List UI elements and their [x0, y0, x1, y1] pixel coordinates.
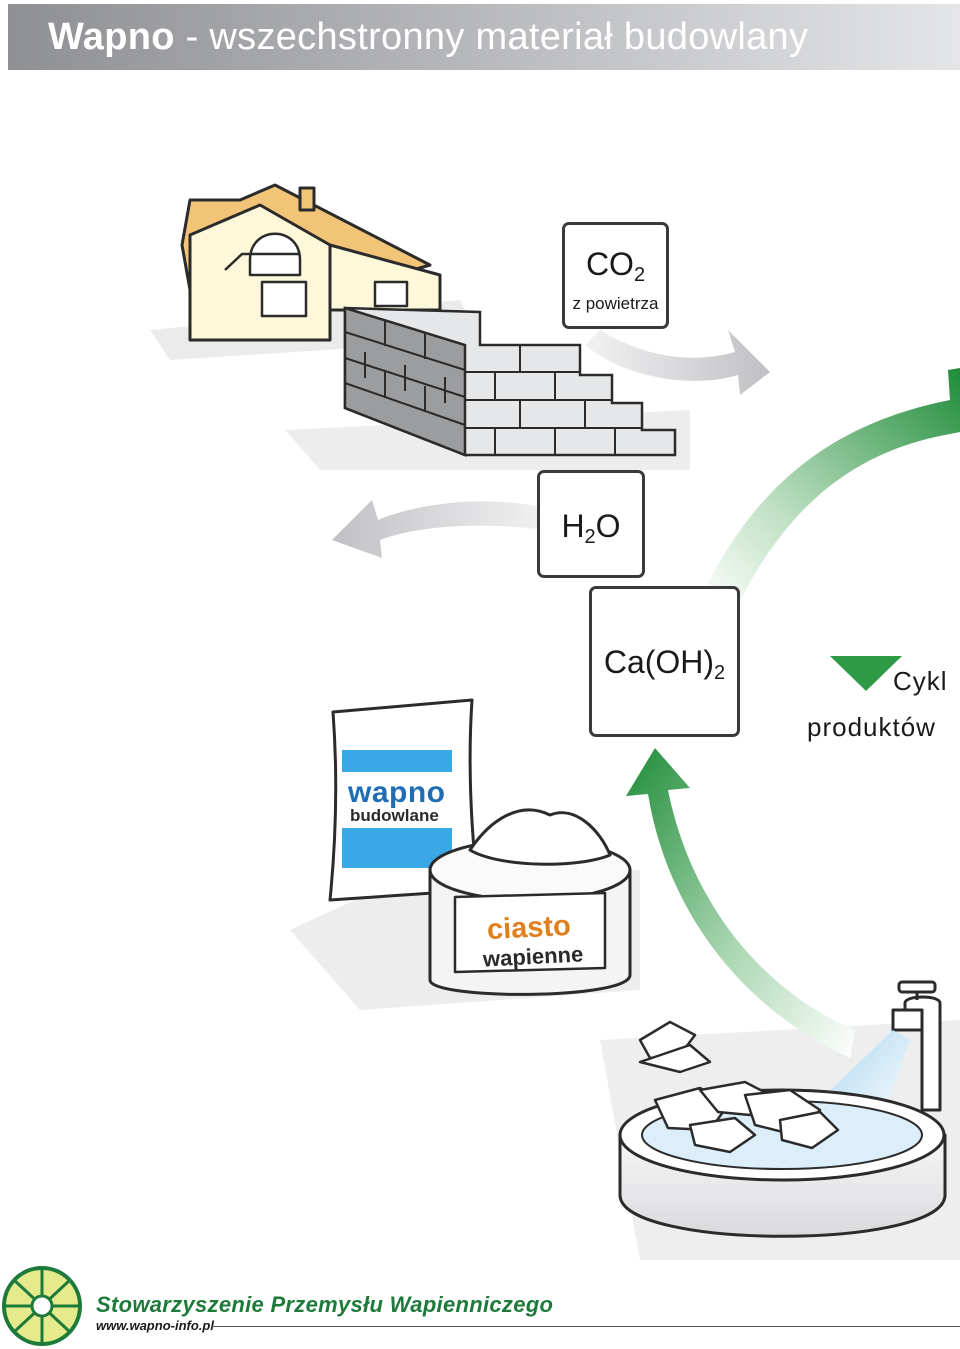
caoh2-formula: Ca(OH)2 — [603, 644, 726, 684]
title-bar: Wapno - wszechstronny materiał budowlany — [8, 4, 960, 70]
footer-organization: Stowarzyszenie Przemysłu Wapienniczego — [96, 1292, 554, 1317]
co2-arrow-icon — [585, 330, 770, 395]
house-icon — [180, 183, 442, 342]
co2-formula: CO2 — [585, 246, 646, 286]
lime-bag-icon — [328, 698, 480, 902]
lime-putty-tub-icon — [428, 808, 632, 996]
h2o-box: H2O — [537, 470, 645, 578]
cycle-label-line1: Cykl — [893, 666, 948, 696]
h2o-arrow-icon — [332, 500, 545, 558]
footer-url-link[interactable]: www.wapno-info.pl — [96, 1318, 214, 1333]
page-title: Wapno - wszechstronny materiał budowlany — [48, 16, 809, 58]
cycle-arrow-upper-icon — [700, 368, 960, 605]
bag-label-title: wapno — [348, 776, 446, 809]
co2-caption: z powietrza — [572, 294, 659, 313]
tub-label-subtitle: wapienne — [482, 941, 584, 972]
h2o-formula: H2O — [561, 508, 621, 548]
quicklime-basin-icon — [618, 1020, 947, 1238]
bag-label-subtitle: budowlane — [350, 806, 439, 825]
cycle-marker-icon — [830, 656, 902, 691]
co2-box: CO2 z powietrza — [562, 222, 669, 329]
cycle-label-line2: produktów — [807, 712, 936, 742]
tub-label-title: ciasto — [486, 909, 572, 947]
brick-wall-icon — [343, 306, 677, 457]
shell-logo-icon — [2, 1266, 82, 1346]
footer-divider — [212, 1326, 960, 1327]
caoh2-box: Ca(OH)2 — [589, 586, 740, 737]
water-tap-icon — [891, 980, 942, 1112]
cycle-arrow-lower-icon — [626, 748, 855, 1058]
